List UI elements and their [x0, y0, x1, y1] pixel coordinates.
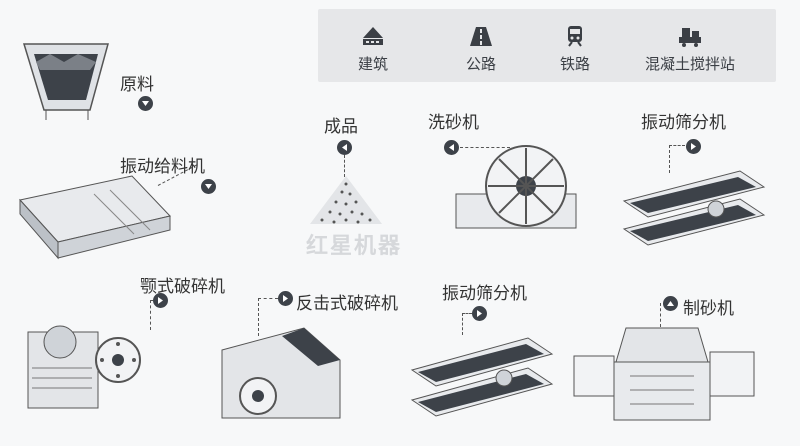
- down-arrow-icon[interactable]: [201, 179, 216, 194]
- label-vibrating-feeder: 振动给料机: [120, 157, 205, 177]
- legend-label: 混凝土搅拌站: [645, 55, 736, 73]
- connector: [460, 147, 510, 148]
- connector: [669, 145, 670, 173]
- label-sand-making-machine: 制砂机: [683, 299, 734, 319]
- legend-concrete: 混凝土搅拌站: [645, 25, 735, 74]
- legend-label: 公路: [466, 55, 497, 73]
- highway-icon: [470, 27, 492, 46]
- connector: [660, 303, 661, 327]
- product-pile-illustration: [310, 176, 382, 224]
- label-vibrating-screen-top: 振动筛分机: [641, 113, 726, 133]
- building-icon: [363, 27, 383, 45]
- jaw-crusher-illustration: [27, 325, 141, 409]
- label-impact-crusher: 反击式破碎机: [296, 294, 398, 314]
- application-legend: 建筑 公路 铁路: [318, 9, 776, 82]
- impact-crusher-illustration: [221, 327, 341, 419]
- down-arrow-icon[interactable]: [138, 96, 153, 111]
- legend-label: 铁路: [560, 55, 591, 73]
- up-arrow-icon[interactable]: [663, 296, 678, 311]
- concrete-mixer-icon: [679, 28, 701, 47]
- legend-label: 建筑: [358, 55, 389, 73]
- label-jaw-crusher: 颚式破碎机: [140, 277, 225, 297]
- connector: [344, 155, 345, 177]
- connector: [669, 145, 685, 146]
- train-icon: [568, 26, 582, 47]
- connector: [150, 300, 151, 330]
- right-arrow-icon[interactable]: [278, 291, 293, 306]
- left-arrow-icon[interactable]: [337, 140, 352, 155]
- right-arrow-icon[interactable]: [153, 293, 168, 308]
- vibrating-screen-bottom-illustration: [410, 337, 554, 417]
- right-arrow-icon[interactable]: [686, 139, 701, 154]
- connector: [462, 313, 463, 335]
- label-vibrating-screen-bottom: 振动筛分机: [442, 284, 527, 304]
- left-arrow-icon[interactable]: [444, 140, 459, 155]
- connector: [462, 313, 472, 314]
- right-arrow-icon[interactable]: [472, 306, 487, 321]
- label-raw-material: 原料: [120, 75, 154, 95]
- connector: [258, 298, 278, 299]
- sand-making-machine-illustration: [573, 327, 755, 421]
- label-sand-washer: 洗砂机: [428, 113, 479, 133]
- legend-highway: 公路: [466, 25, 496, 74]
- connector: [258, 298, 259, 336]
- legend-railway: 铁路: [560, 25, 590, 74]
- label-finished-product: 成品: [324, 117, 358, 137]
- vibrating-feeder-illustration: [19, 175, 171, 260]
- watermark: 红星机器: [306, 234, 403, 259]
- sand-washer-illustration: [455, 145, 577, 229]
- legend-building: 建筑: [358, 25, 388, 74]
- raw-material-hopper: [22, 43, 109, 120]
- vibrating-screen-top-illustration: [622, 170, 766, 246]
